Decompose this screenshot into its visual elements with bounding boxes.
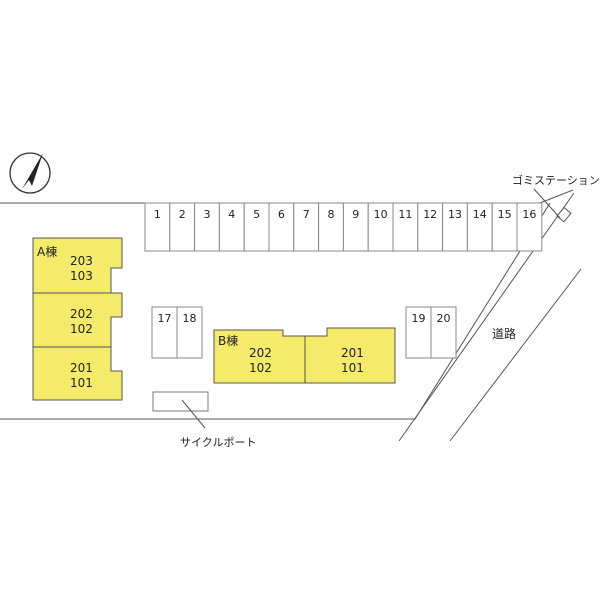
parking-space-2	[169, 202, 196, 252]
unit-a-201: 201	[70, 361, 93, 375]
unit-b-101: 101	[341, 361, 364, 375]
parking-space-1	[144, 202, 171, 252]
garbage-station-leader	[533, 188, 561, 219]
unit-b-202: 202	[249, 346, 272, 360]
parking-label-5: 5	[253, 208, 260, 221]
parking-label-8: 8	[328, 208, 335, 221]
building-b: B棟 202 102 201 101	[213, 327, 396, 384]
building-b-label: B棟	[218, 333, 238, 348]
unit-a-103: 103	[70, 269, 93, 283]
unit-b-201: 201	[341, 346, 364, 360]
parking-space-3	[194, 202, 220, 252]
garbage-station	[556, 206, 572, 223]
parking-label-4: 4	[228, 208, 235, 221]
parking-label-16: 16	[522, 208, 536, 221]
parking-space-16	[516, 202, 543, 252]
building-a: A棟 203 103 202 102 201 101	[32, 237, 123, 401]
unit-a-203: 203	[70, 254, 93, 268]
parking-space-20	[430, 306, 457, 359]
unit-a-101: 101	[70, 376, 93, 390]
parking-label-7: 7	[303, 208, 310, 221]
unit-a-102: 102	[70, 322, 93, 336]
parking-label-9: 9	[352, 208, 359, 221]
road-edge-left	[398, 192, 575, 442]
parking-label-1: 1	[154, 208, 161, 221]
parking-space-10	[367, 202, 394, 252]
parking-space-14	[466, 202, 493, 252]
parking-label-15: 15	[498, 208, 512, 221]
parking-space-13	[442, 202, 468, 252]
building-a-label: A棟	[37, 244, 57, 259]
unit-b-102: 102	[249, 361, 272, 375]
parking-space-6	[268, 202, 295, 252]
parking-label-17: 17	[158, 312, 172, 325]
parking-space-18	[176, 306, 203, 359]
parking-label-6: 6	[278, 208, 285, 221]
parking-label-11: 11	[398, 208, 412, 221]
parking-label-14: 14	[473, 208, 487, 221]
bicycle-port-leader	[181, 399, 206, 429]
unit-a-202: 202	[70, 307, 93, 321]
parking-space-11	[392, 202, 419, 252]
parking-space-4	[218, 202, 245, 252]
parking-label-10: 10	[374, 208, 388, 221]
parking-label-20: 20	[437, 312, 451, 325]
parking-label-12: 12	[423, 208, 437, 221]
parking-label-19: 19	[412, 312, 426, 325]
parking-space-19	[405, 306, 432, 359]
road-edge-right	[449, 268, 582, 442]
parking-label-18: 18	[183, 312, 197, 325]
bicycle-port	[152, 391, 209, 412]
bicycle-port-label: サイクルポート	[180, 436, 256, 449]
parking-space-12	[417, 202, 444, 252]
parking-label-2: 2	[179, 208, 186, 221]
parking-label-13: 13	[448, 208, 462, 221]
garbage-station-label: ゴミステーション	[512, 173, 600, 187]
north-arrow-icon	[9, 152, 51, 194]
road-label: 道路	[492, 326, 516, 341]
parking-label-3: 3	[204, 208, 211, 221]
